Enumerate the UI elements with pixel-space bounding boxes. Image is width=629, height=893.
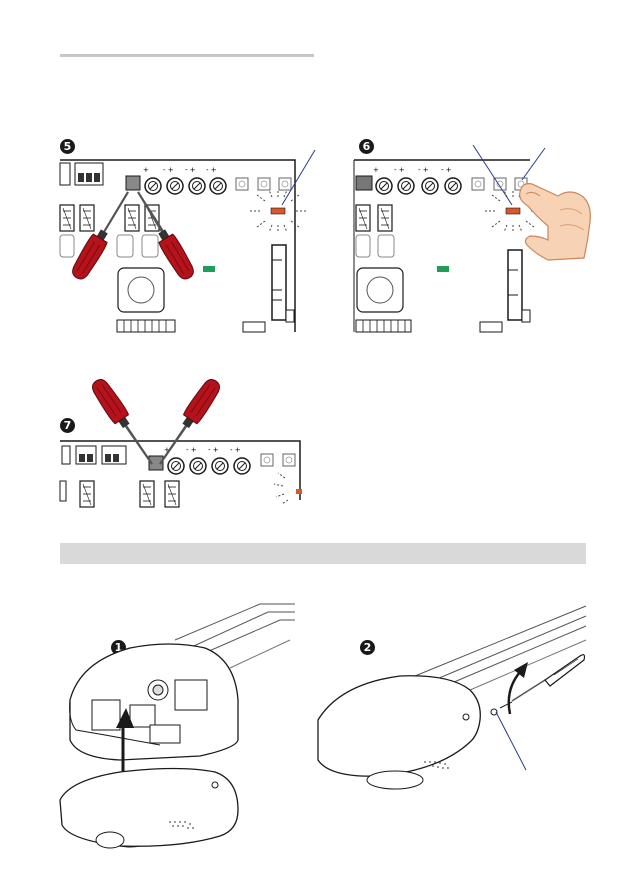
screwdriver-icon bbox=[153, 376, 224, 469]
svg-text:- +: - + bbox=[163, 166, 174, 174]
pointer-line bbox=[522, 148, 545, 180]
step-6-board: + - + - + - + bbox=[354, 145, 590, 332]
cover-removal-illustration-2 bbox=[318, 606, 586, 789]
green-led bbox=[203, 266, 215, 272]
svg-text:+: + bbox=[373, 166, 379, 174]
svg-text:- +: - + bbox=[418, 166, 429, 174]
step-5-board: + - + - + - + bbox=[60, 150, 315, 332]
red-led bbox=[271, 208, 285, 214]
svg-text:- +: - + bbox=[185, 166, 196, 174]
svg-text:- +: - + bbox=[441, 166, 452, 174]
svg-text:+: + bbox=[143, 166, 149, 174]
pointer-line bbox=[473, 145, 512, 205]
finger-press-icon bbox=[520, 184, 591, 260]
step-7-board: + - + - + - + bbox=[60, 376, 302, 507]
red-led bbox=[506, 208, 520, 214]
svg-text:- +: - + bbox=[208, 446, 219, 454]
svg-text:- +: - + bbox=[230, 446, 241, 454]
svg-text:- +: - + bbox=[186, 446, 197, 454]
pointer-line bbox=[496, 712, 526, 770]
jumper-pins bbox=[126, 176, 140, 190]
screwdriver-icon bbox=[545, 655, 585, 686]
svg-text:- +: - + bbox=[206, 166, 217, 174]
green-led bbox=[437, 266, 449, 272]
svg-text:- +: - + bbox=[394, 166, 405, 174]
cover-removal-illustration-1 bbox=[60, 604, 295, 848]
curved-arrow-icon bbox=[509, 662, 528, 714]
